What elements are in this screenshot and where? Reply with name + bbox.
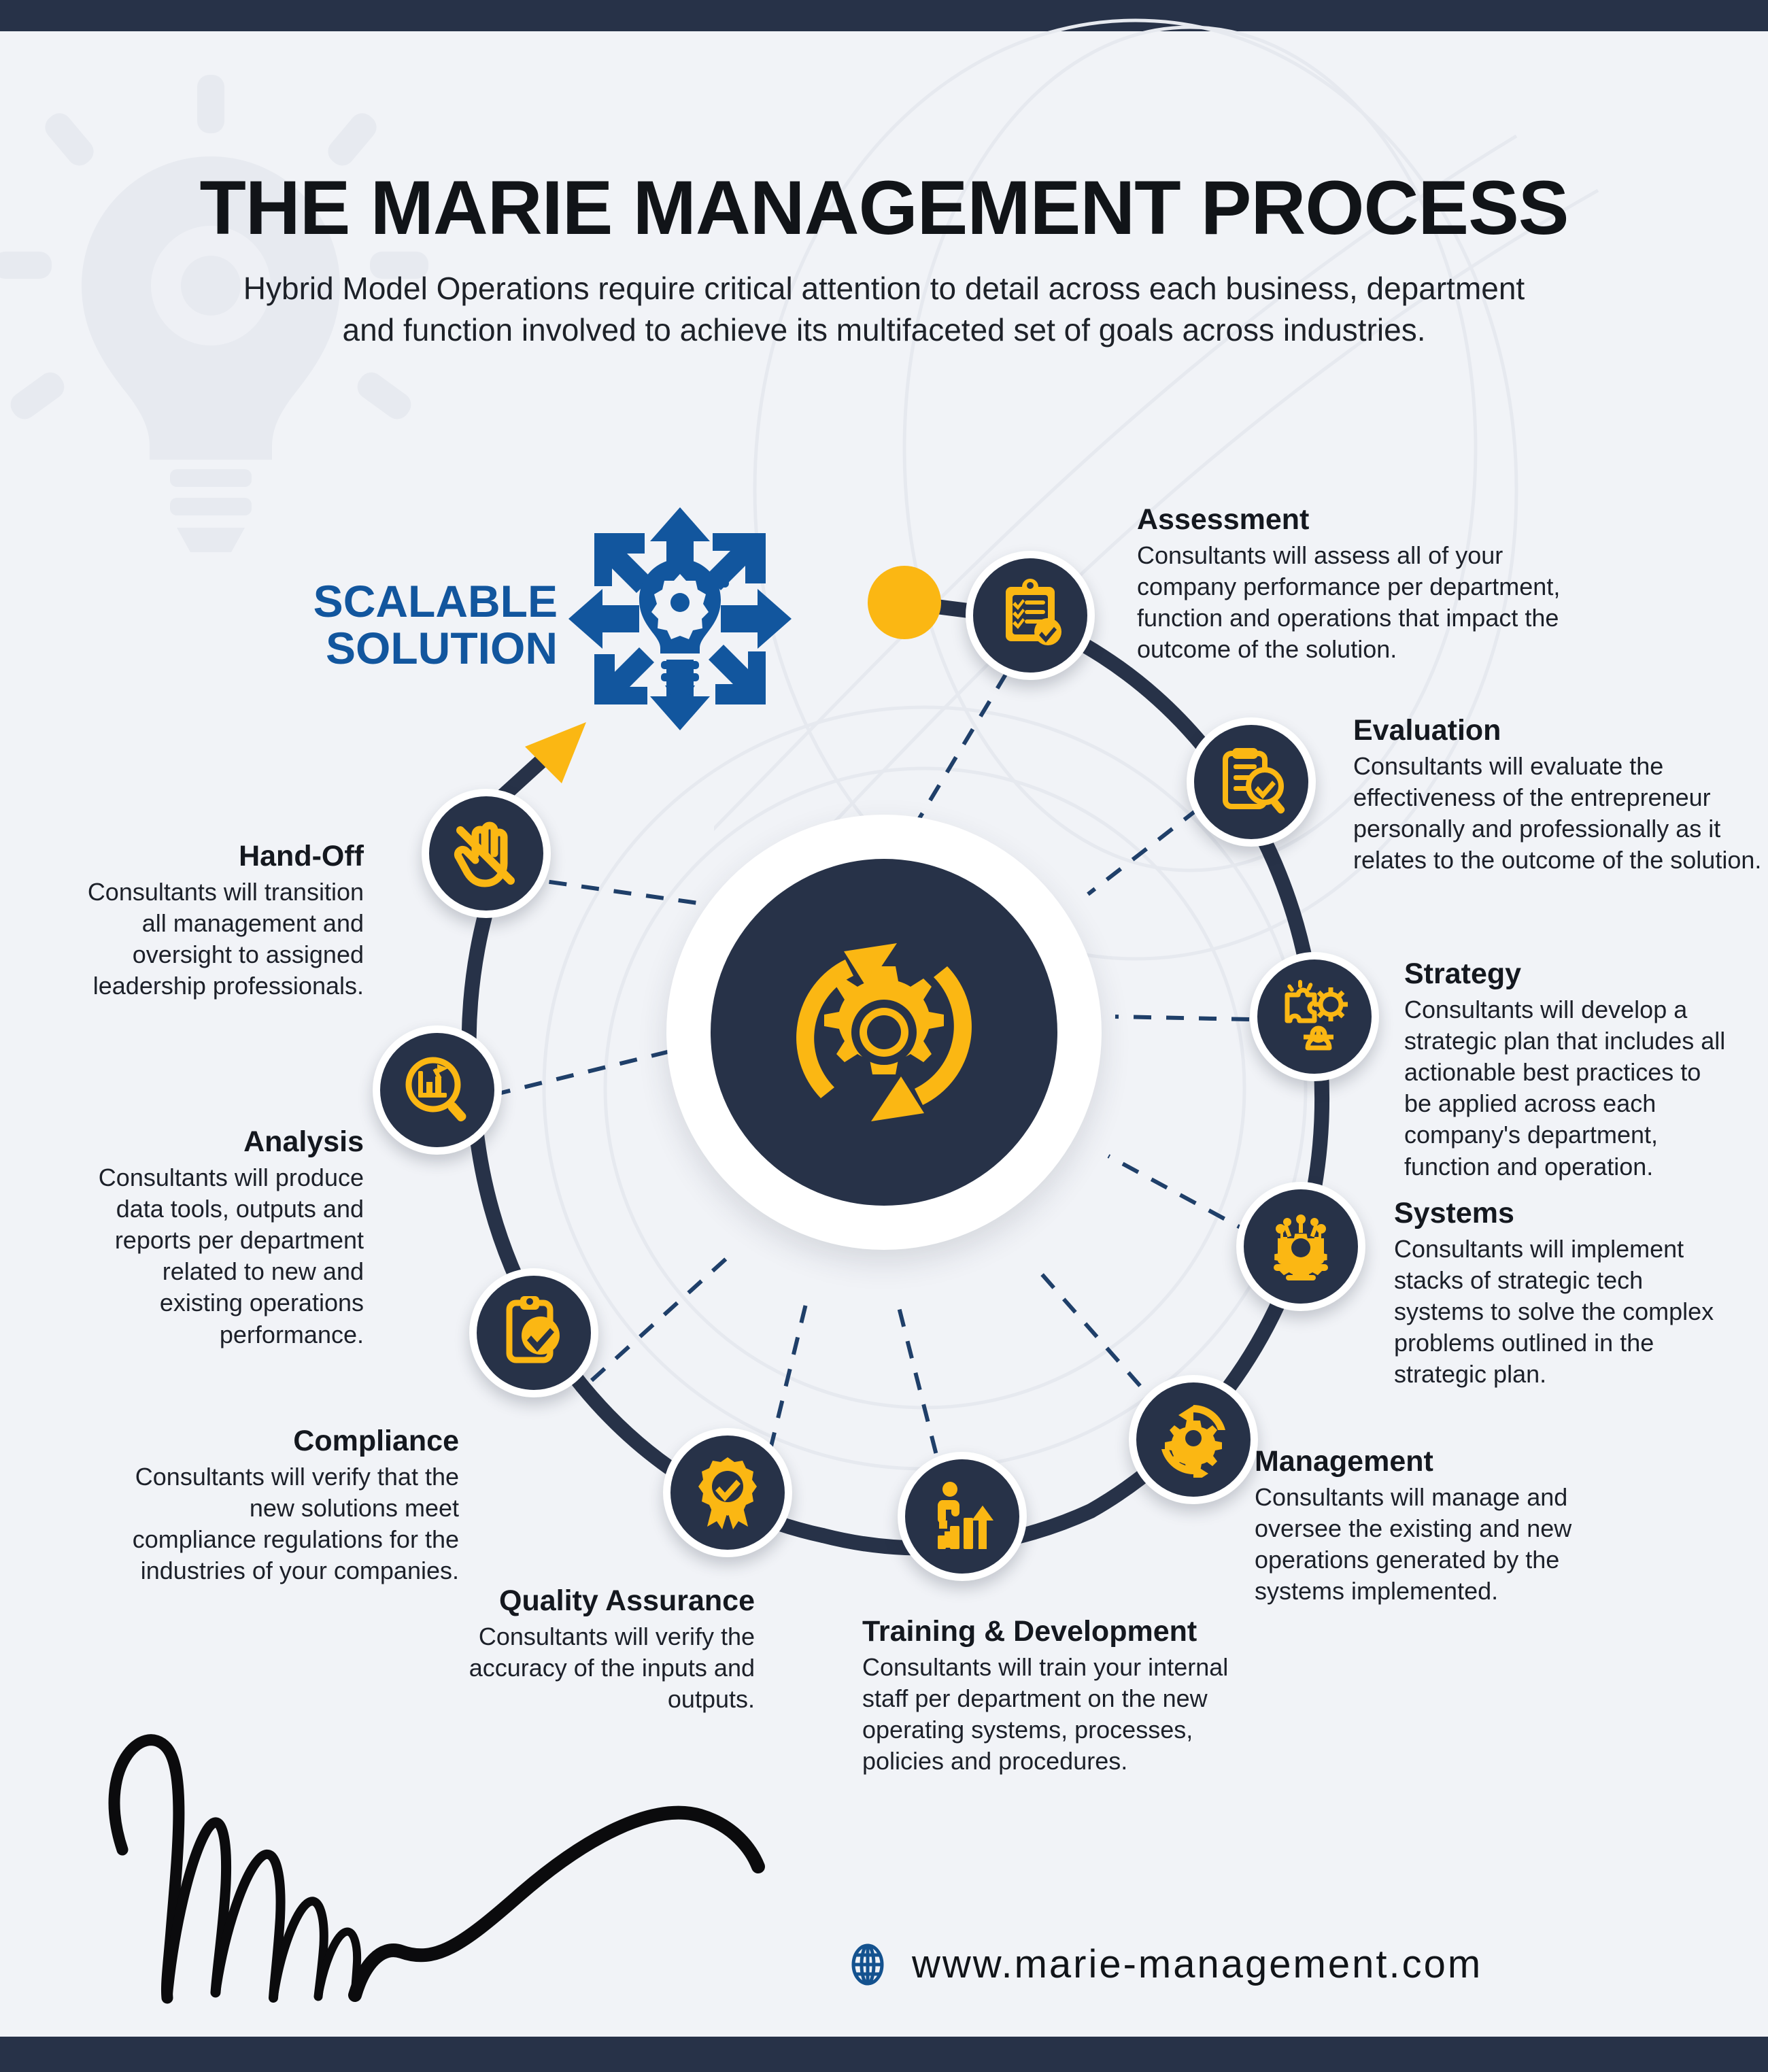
monitor-gear-network-icon (1274, 1215, 1328, 1281)
block-training-development: Training & Development Consultants will … (862, 1615, 1243, 1777)
block-evaluation-title: Evaluation (1353, 714, 1501, 747)
block-strategy-body: Consultants will develop a strategic pla… (1404, 996, 1726, 1181)
block-management-body: Consultants will manage and oversee the … (1255, 1483, 1572, 1606)
person-stairs-growth-icon (937, 1482, 993, 1549)
block-training-development-body: Consultants will train your internal sta… (862, 1653, 1229, 1776)
header: THE MARIE MANAGEMENT PROCESS Hybrid Mode… (0, 170, 1768, 351)
clipboard-check-icon (506, 1296, 560, 1363)
block-systems-title: Systems (1394, 1197, 1514, 1229)
block-systems: Systems Consultants will implement stack… (1394, 1197, 1734, 1391)
block-quality-assurance: Quality Assurance Consultants will verif… (435, 1584, 755, 1715)
gear-refresh-arrows-icon (1161, 1405, 1225, 1478)
page-title: THE MARIE MANAGEMENT PROCESS (199, 165, 1569, 250)
block-compliance-title: Compliance (293, 1425, 459, 1457)
block-systems-body: Consultants will implement stacks of str… (1394, 1235, 1714, 1389)
block-analysis-body: Consultants will produce data tools, out… (98, 1164, 364, 1348)
block-analysis-title: Analysis (243, 1125, 364, 1158)
magnifier-bar-chart-icon (405, 1057, 466, 1122)
block-management: Management Consultants will manage and o… (1255, 1445, 1615, 1607)
block-hand-off: Hand-Off Consultants will transition all… (75, 840, 364, 1002)
scalable-solution-label: SCALABLE SOLUTION (258, 576, 558, 674)
node-management[interactable] (1129, 1375, 1258, 1504)
clipboard-checklist-icon (1006, 579, 1061, 645)
block-evaluation-body: Consultants will evaluate the effectiven… (1353, 752, 1762, 874)
top-bar (0, 0, 1768, 31)
block-assessment-title: Assessment (1137, 503, 1310, 536)
node-systems[interactable] (1236, 1182, 1365, 1311)
award-ribbon-check-icon (698, 1457, 757, 1529)
block-hand-off-title: Hand-Off (239, 840, 364, 872)
block-assessment: Assessment Consultants will assess all o… (1137, 503, 1586, 665)
scalable-line-1: SCALABLE (313, 576, 558, 626)
central-hub-inner (711, 859, 1057, 1206)
document-magnifier-check-icon (1223, 748, 1285, 814)
gear-cycle-icon (796, 943, 972, 1121)
website-row[interactable]: www.marie-management.com (847, 1941, 1482, 1987)
block-assessment-body: Consultants will assess all of your comp… (1137, 541, 1561, 664)
signature-mark (108, 1734, 765, 2004)
block-analysis: Analysis Consultants will produce data t… (75, 1125, 364, 1351)
block-management-title: Management (1255, 1445, 1433, 1478)
scalable-line-2: SOLUTION (326, 623, 558, 674)
website-url[interactable]: www.marie-management.com (912, 1942, 1483, 1986)
subtitle-line-1: Hybrid Model Operations require critical… (243, 271, 1525, 306)
block-quality-assurance-body: Consultants will verify the accuracy of … (469, 1623, 755, 1714)
globe-icon (851, 1943, 884, 1985)
node-hand-off[interactable] (422, 789, 551, 918)
bottom-bar (0, 2037, 1768, 2072)
subtitle-line-2: and function involved to achieve its mul… (342, 312, 1426, 348)
accent-dot (868, 566, 941, 639)
node-training-development[interactable] (898, 1452, 1027, 1581)
node-strategy[interactable] (1250, 952, 1379, 1081)
page-subtitle: Hybrid Model Operations require critical… (0, 268, 1768, 351)
node-analysis[interactable] (373, 1025, 502, 1155)
node-assessment[interactable] (966, 551, 1095, 680)
block-quality-assurance-title: Quality Assurance (499, 1584, 755, 1617)
block-training-development-title: Training & Development (862, 1615, 1197, 1648)
node-evaluation[interactable] (1187, 717, 1316, 847)
expand-lightbulb-gear-icon (568, 507, 792, 730)
block-compliance: Compliance Consultants will verify that … (129, 1425, 459, 1586)
block-hand-off-body: Consultants will transition all manageme… (87, 878, 364, 1000)
block-strategy: Strategy Consultants will develop a stra… (1404, 957, 1734, 1183)
central-hub (666, 815, 1102, 1250)
node-quality-assurance[interactable] (663, 1428, 792, 1557)
block-strategy-title: Strategy (1404, 957, 1522, 990)
block-compliance-body: Consultants will verify that the new sol… (132, 1463, 459, 1585)
puzzle-gear-person-icon (1285, 980, 1348, 1051)
block-evaluation: Evaluation Consultants will evaluate the… (1353, 714, 1768, 876)
node-compliance[interactable] (469, 1268, 598, 1397)
hand-stop-icon (454, 821, 515, 887)
